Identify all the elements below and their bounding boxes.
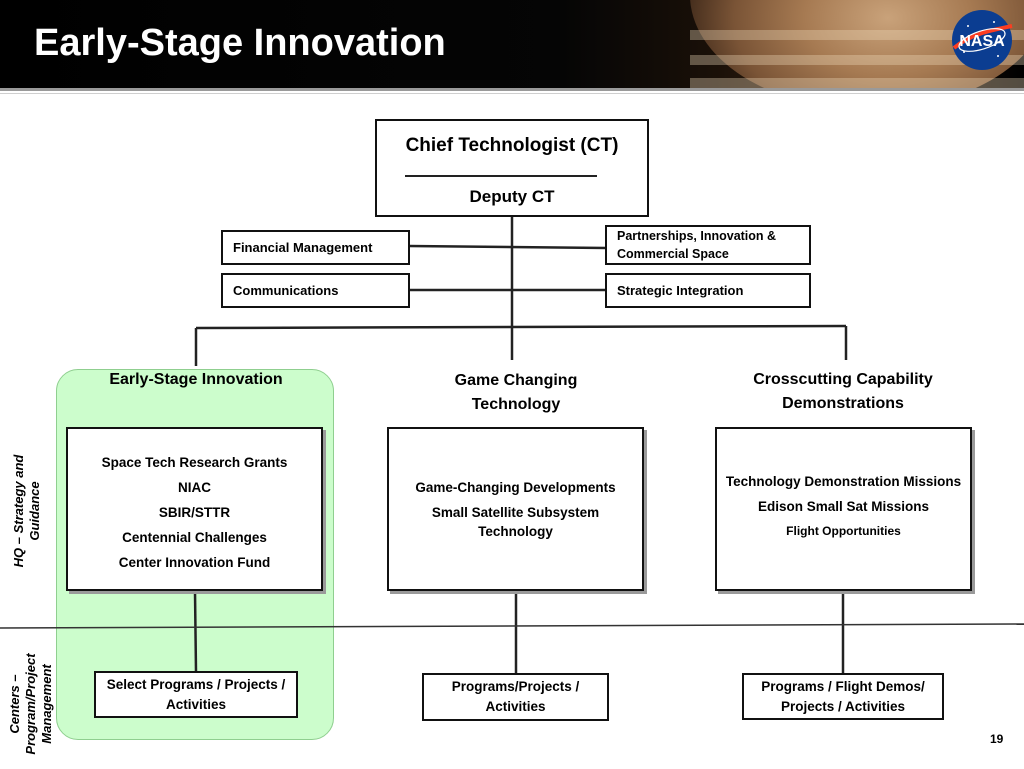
partnerships-box: Partnerships, Innovation & Commercial Sp… (605, 225, 811, 265)
nasa-logo-text: NASA (959, 33, 1005, 50)
list-item: Flight Opportunities (786, 524, 901, 538)
early-stage-activities-label: Select Programs / Projects / Activities (106, 676, 286, 712)
header-rule (0, 88, 1024, 91)
strategic-integration-box: Strategic Integration (605, 273, 811, 308)
crosscutting-activities-label: Programs / Flight Demos/ Projects / Acti… (761, 678, 925, 714)
deputy-ct-label: Deputy CT (469, 187, 555, 206)
list-item: Centennial Challenges (122, 530, 267, 545)
hq-centers-divider (0, 623, 1024, 629)
game-changing-activities-box: Programs/Projects / Activities (422, 673, 609, 721)
early-stage-activities-box: Select Programs / Projects / Activities (94, 671, 298, 718)
list-item: Technology Demonstration Missions (725, 474, 962, 489)
chief-technologist-box: Chief Technologist (CT) Deputy CT (375, 119, 649, 217)
crosscutting-program-list: Technology Demonstration Missions Edison… (715, 427, 972, 591)
list-item: Game-Changing Developments (415, 480, 616, 495)
column-heading-early-stage: Early-Stage Innovation (109, 371, 283, 388)
page-number: 19 (990, 732, 1004, 746)
financial-management-box: Financial Management (221, 230, 410, 265)
hq-strategy-label: HQ – Strategy and Guidance (11, 454, 42, 568)
game-changing-program-list: Game-Changing Developments Small Satelli… (387, 427, 644, 591)
chief-technologist-label: Chief Technologist (CT) (405, 135, 619, 156)
nasa-meatball-icon: NASA (952, 10, 1013, 70)
list-item: SBIR/STTR (158, 505, 231, 520)
list-item: Edison Small Sat Missions (757, 499, 930, 514)
strategic-integration-label: Strategic Integration (617, 282, 744, 298)
list-item: Small Satellite Subsystem Technology (431, 505, 600, 539)
slide-header: Early-Stage Innovation NASA (0, 0, 1024, 88)
column-heading-crosscutting: Crosscutting Capability Demonstrations (753, 371, 933, 412)
partnerships-label: Partnerships, Innovation & Commercial Sp… (617, 229, 777, 261)
communications-box: Communications (221, 273, 410, 308)
column-heading-game-changing: Game Changing Technology (454, 372, 578, 413)
slide-title: Early-Stage Innovation (34, 22, 446, 64)
game-changing-activities-label: Programs/Projects / Activities (451, 679, 580, 714)
centers-management-label: Centers – Program/Project Management (7, 653, 54, 755)
ct-separator (405, 175, 597, 177)
list-item: Space Tech Research Grants (101, 455, 288, 470)
early-stage-program-list: Space Tech Research Grants NIAC SBIR/STT… (66, 427, 323, 591)
communications-label: Communications (233, 282, 339, 298)
crosscutting-activities-box: Programs / Flight Demos/ Projects / Acti… (742, 673, 944, 720)
list-item: NIAC (178, 480, 211, 495)
financial-management-label: Financial Management (233, 239, 373, 255)
header-rule-thin (0, 93, 1024, 94)
list-item: Center Innovation Fund (118, 555, 271, 570)
